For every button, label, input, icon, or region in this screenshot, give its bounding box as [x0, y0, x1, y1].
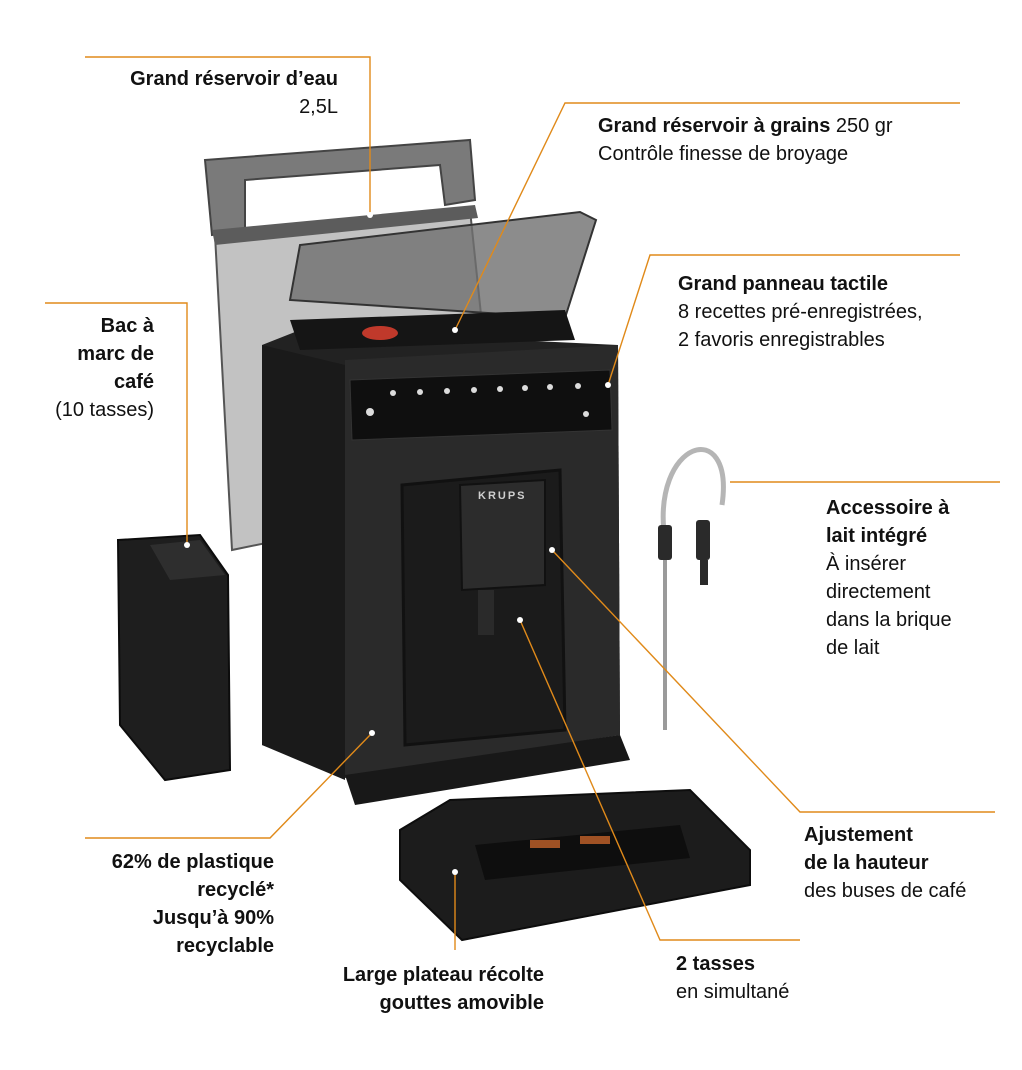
callout-detail: en simultané	[676, 981, 790, 1003]
callout-height-adjust: Ajustement de la hauteur des buses de ca…	[804, 821, 1019, 905]
callout-recycled: 62% de plastique recyclé* Jusqu’à 90% re…	[14, 848, 274, 960]
callout-title-2: lait intégré	[826, 525, 928, 547]
callout-line-3: Jusqu’à 90%	[152, 907, 274, 929]
callout-detail: 2,5L	[299, 96, 338, 118]
callout-title-2: de la hauteur	[804, 852, 929, 874]
milk-accessory	[658, 447, 726, 730]
callout-title-3: café	[113, 371, 154, 393]
callout-title-1: Ajustement	[804, 824, 913, 846]
callout-title-2: marc de	[77, 343, 154, 365]
callout-milk-accessory: Accessoire à lait intégré À insérer dire…	[826, 494, 1016, 662]
callout-detail-2: 2 favoris enregistrables	[678, 329, 885, 351]
callout-line-1: Large plateau récolte	[342, 964, 544, 986]
grounds-bin	[116, 533, 232, 782]
drip-tray	[399, 788, 751, 942]
callout-detail: (10 tasses)	[55, 399, 154, 421]
callout-line-1: 62% de plastique	[111, 851, 274, 873]
callout-grounds-bin: Bac à marc de café (10 tasses)	[4, 312, 154, 424]
callout-touch-panel: Grand panneau tactile 8 recettes pré-enr…	[678, 270, 1008, 354]
machine-body	[262, 210, 630, 805]
callout-title-1: Accessoire à	[826, 497, 950, 519]
callout-bean-tank: Grand réservoir à grains 250 gr Contrôle…	[598, 112, 998, 168]
callout-line-2: gouttes amovible	[379, 992, 544, 1014]
callout-water-tank: Grand réservoir d’eau 2,5L	[38, 65, 338, 121]
brand-logo: KRUPS	[478, 490, 527, 502]
callout-two-cups: 2 tasses en simultané	[676, 950, 876, 1006]
callout-title-1: Bac à	[100, 315, 154, 337]
callout-line-4: recyclable	[176, 935, 274, 957]
callout-title: Grand réservoir à grains	[598, 115, 831, 137]
callout-drip-tray: Large plateau récolte gouttes amovible	[224, 961, 544, 1017]
callout-title: Grand réservoir d’eau	[130, 68, 338, 90]
callout-detail-4: de lait	[826, 637, 880, 659]
callout-detail-3: dans la brique	[826, 609, 952, 631]
callout-title: 2 tasses	[676, 953, 755, 975]
callout-detail-1: À insérer	[826, 553, 907, 575]
callout-detail-2: directement	[826, 581, 931, 603]
callout-title: Grand panneau tactile	[678, 273, 889, 295]
callout-line-2: recyclé*	[197, 879, 274, 901]
callout-detail-1: 8 recettes pré-enregistrées,	[678, 301, 923, 323]
callout-detail: Contrôle finesse de broyage	[598, 143, 849, 165]
callout-leaders	[45, 56, 1000, 950]
callout-title-suffix: 250 gr	[830, 115, 893, 137]
callout-detail: des buses de café	[804, 880, 967, 902]
